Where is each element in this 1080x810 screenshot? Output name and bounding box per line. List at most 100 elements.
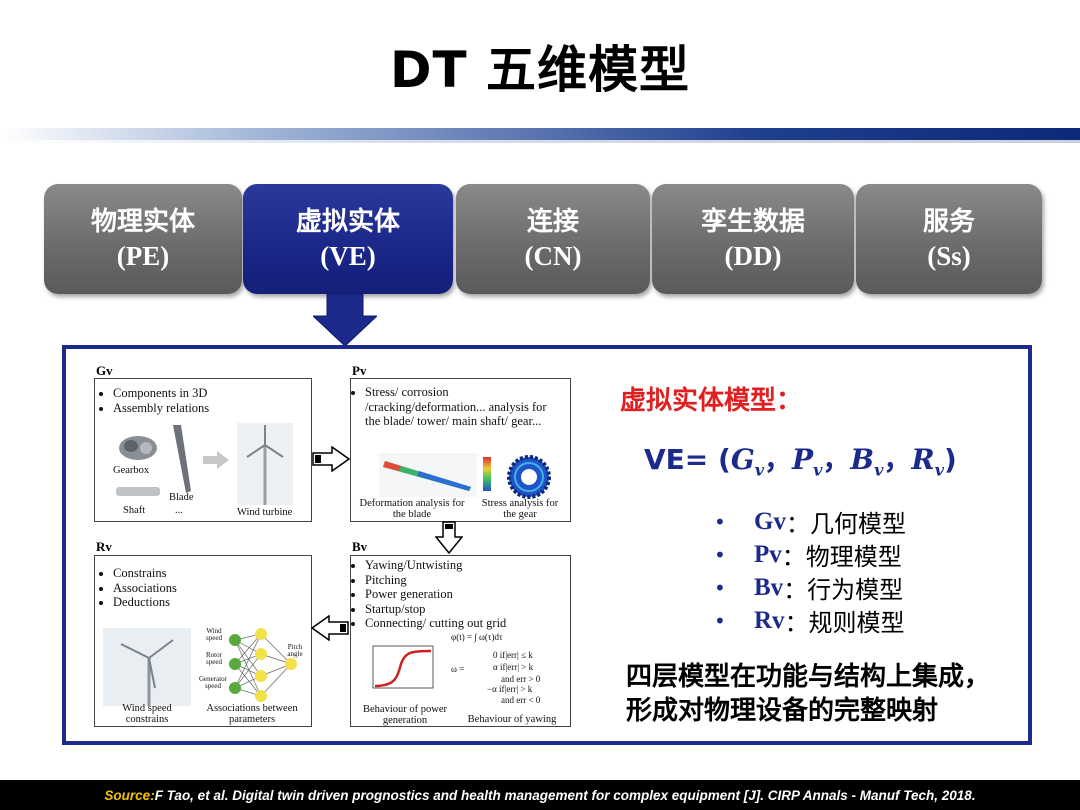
tab-abbr: (CN) (524, 241, 582, 271)
gearbox-caption: Gearbox (113, 465, 150, 476)
model-list: •Gv：几何模型 •Pv：物理模型 •Bv：行为模型 •Rv：规则模型 (714, 505, 906, 638)
list-item: • Pv：物理模型 (714, 538, 906, 572)
bullet-icon: • (714, 542, 726, 567)
item-key: Gv (754, 507, 786, 535)
stress-caption: Stress analysis for the gear (481, 498, 559, 520)
list-item: •Gv：几何模型 (714, 505, 906, 539)
header-divider (0, 128, 1080, 140)
formula-suffix: ) (943, 443, 957, 476)
item-value: ：行为模型 (783, 576, 904, 604)
svg-text:−α if|err| > k: −α if|err| > k (487, 684, 533, 694)
formula-sub: v (934, 460, 944, 480)
node-label: Wind speed (206, 627, 222, 642)
page-title: DT 五维模型 (389, 41, 691, 99)
list-item: Associations (113, 581, 311, 596)
bullet-icon: • (714, 575, 726, 600)
bullet-icon: • (714, 509, 726, 534)
tab-label: 虚拟实体 (295, 207, 400, 237)
tab-abbr: (VE) (320, 241, 376, 271)
list-item: Connecting/ cutting out grid (365, 616, 570, 631)
list-item: Components in 3D (113, 386, 311, 401)
source-label: Source: (104, 787, 155, 803)
yawing-caption: Behaviour of yawing (467, 714, 557, 725)
formula-term: G (730, 443, 755, 476)
gear-stress-image (507, 455, 551, 499)
arrow-right-icon (203, 451, 229, 469)
tab-label: 物理实体 (90, 207, 195, 237)
deformation-caption: Deformation analysis for the blade (359, 498, 465, 520)
node-label: Generator speed (199, 675, 227, 690)
list-item: Assembly relations (113, 401, 311, 416)
list-item: Deductions (113, 595, 311, 610)
color-scale-image (483, 457, 491, 491)
tab-abbr: (PE) (116, 241, 170, 271)
svg-text:0 if|err| ≤ k: 0 if|err| ≤ k (493, 650, 533, 660)
gv-label: Gv (96, 363, 113, 378)
list-item: Yawing/Untwisting (365, 558, 570, 573)
svg-text:and err < 0: and err < 0 (501, 695, 541, 704)
list-item: Startup/stop (365, 602, 570, 617)
section-heading: 虚拟实体模型： (620, 386, 803, 416)
formula-sub: v (813, 460, 823, 480)
blade-caption: Blade (169, 492, 194, 503)
dimension-tabs: 物理实体 (PE) 虚拟实体 (VE) 连接 (CN) 孪生数据 (DD) 服务… (44, 184, 1044, 294)
svg-text:ω =: ω = (451, 664, 464, 674)
arrow-down-icon (435, 521, 463, 554)
item-key: Rv (754, 606, 785, 634)
pv-label: Pv (352, 363, 367, 378)
list-item: Stress/ corrosion /cracking/deformation.… (365, 385, 564, 429)
wind-turbine-image (237, 423, 293, 505)
item-value: ：规则模型 (784, 609, 905, 637)
power-caption: Behaviour of power generation (363, 704, 447, 726)
power-curve-chart (372, 645, 434, 689)
list-item: • Rv：规则模型 (714, 604, 906, 638)
bv-label: Bv (352, 539, 368, 554)
svg-text:φ(t) = ∫ ω(τ)dτ: φ(t) = ∫ ω(τ)dτ (451, 632, 503, 643)
item-value: ：物理模型 (781, 543, 902, 571)
formula-sep: ， (764, 443, 793, 476)
tab-twin-data[interactable]: 孪生数据 (DD) (652, 184, 854, 294)
shaft-caption: Shaft (123, 505, 146, 516)
deformation-plot-image (379, 453, 477, 497)
item-key: Bv (754, 573, 784, 601)
svg-text:and err > 0: and err > 0 (501, 674, 541, 684)
tab-connection[interactable]: 连接 (CN) (456, 184, 650, 294)
formula-term: B (850, 443, 875, 476)
blade-image (173, 425, 191, 493)
node-label: Pitch angle (287, 643, 303, 658)
formula-sep: ， (822, 443, 851, 476)
formula-term: R (911, 443, 935, 476)
tab-virtual-entity[interactable]: 虚拟实体 (VE) (243, 184, 453, 294)
rv-label: Rv (96, 539, 112, 554)
tab-physical-entity[interactable]: 物理实体 (PE) (44, 184, 242, 294)
formula-sep: ， (883, 443, 912, 476)
item-key: Pv (754, 540, 782, 568)
neural-network-diagram (229, 628, 297, 702)
svg-text:α if|err| > k: α if|err| > k (493, 662, 534, 672)
down-arrow-icon (313, 294, 377, 346)
turbine-photo-image (103, 628, 191, 706)
rv-panel: Constrains Associations Deductions Wind … (94, 555, 312, 727)
arrow-right-icon (312, 446, 350, 472)
tab-services[interactable]: 服务 (Ss) (856, 184, 1042, 294)
summary-line: 形成对物理设备的完整映射 (626, 696, 939, 726)
formula-sub: v (874, 460, 884, 480)
gv-panel: Components in 3D Assembly relations Gear… (94, 378, 312, 522)
tab-abbr: (Ss) (927, 241, 971, 271)
source-citation: F Tao, et al. Digital twin driven progno… (154, 787, 976, 803)
formula-prefix: VE= ( (644, 443, 731, 476)
list-item: Pitching (365, 573, 570, 588)
source-footer: Source: F Tao, et al. Digital twin drive… (0, 780, 1080, 810)
node-label: Rotor speed (206, 651, 222, 666)
tab-label: 连接 (526, 207, 579, 237)
formula-term: P (792, 443, 814, 476)
tab-label: 孪生数据 (700, 207, 805, 237)
header-divider-shadow (0, 140, 1080, 143)
ellipsis-caption: ... (175, 505, 183, 516)
list-item: • Bv：行为模型 (714, 571, 906, 605)
wind-caption: Wind speed constrains (122, 703, 172, 725)
summary-text: 四层模型在功能与结构上集成， 形成对物理设备的完整映射 (626, 660, 990, 728)
list-item: Power generation (365, 587, 570, 602)
assoc-caption: Associations between parameters (206, 703, 298, 725)
bullet-icon: • (714, 608, 726, 633)
